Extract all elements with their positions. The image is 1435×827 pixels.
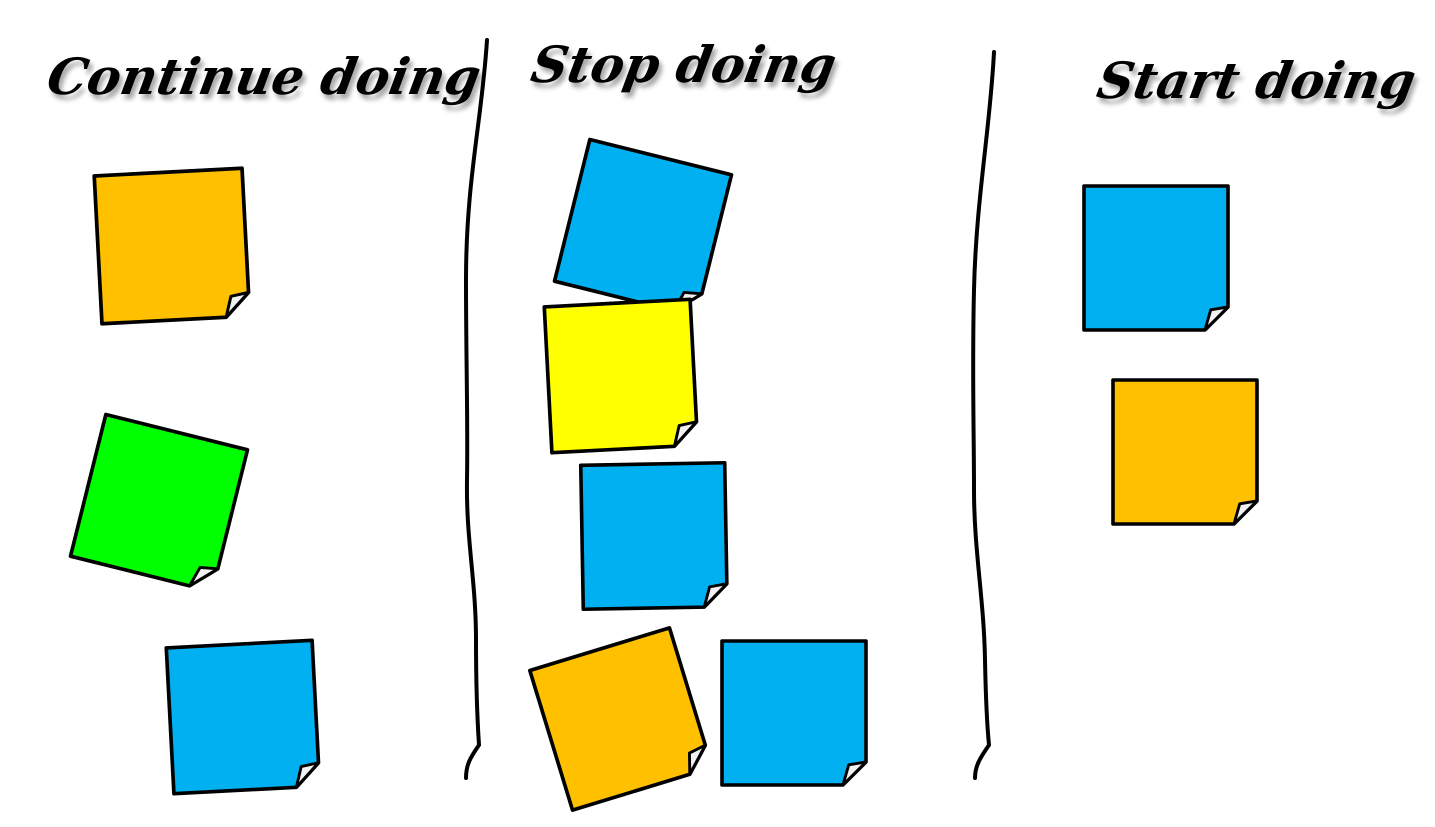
sticky-note-blue[interactable]	[552, 137, 734, 317]
sticky-note-shape	[68, 412, 250, 588]
sticky-note-orange[interactable]	[1111, 378, 1259, 526]
sticky-note-blue[interactable]	[578, 460, 729, 612]
sticky-note-green[interactable]	[68, 412, 250, 592]
sticky-note-blue[interactable]	[720, 639, 868, 787]
sticky-note-shape	[578, 460, 729, 612]
sticky-note-shape	[528, 626, 708, 812]
sticky-note-blue[interactable]	[164, 638, 321, 796]
divider-line-2	[971, 50, 996, 780]
column-title-continue-doing: Continue doing	[42, 47, 486, 106]
sticky-note-shape	[542, 297, 699, 455]
sticky-note-shape	[1082, 184, 1230, 332]
sticky-note-orange[interactable]	[92, 166, 251, 326]
sticky-note-shape	[720, 639, 868, 787]
sticky-note-shape	[1111, 378, 1259, 526]
sticky-note-blue[interactable]	[1082, 184, 1230, 332]
sticky-note-yellow[interactable]	[542, 297, 699, 455]
sticky-note-orange[interactable]	[528, 626, 712, 812]
sticky-note-shape	[92, 166, 251, 326]
column-title-start-doing: Start doing	[1092, 51, 1421, 110]
divider-line-1	[463, 38, 489, 780]
sticky-note-shape	[164, 638, 321, 796]
sticky-note-shape	[552, 137, 734, 313]
column-title-stop-doing: Stop doing	[526, 35, 841, 94]
